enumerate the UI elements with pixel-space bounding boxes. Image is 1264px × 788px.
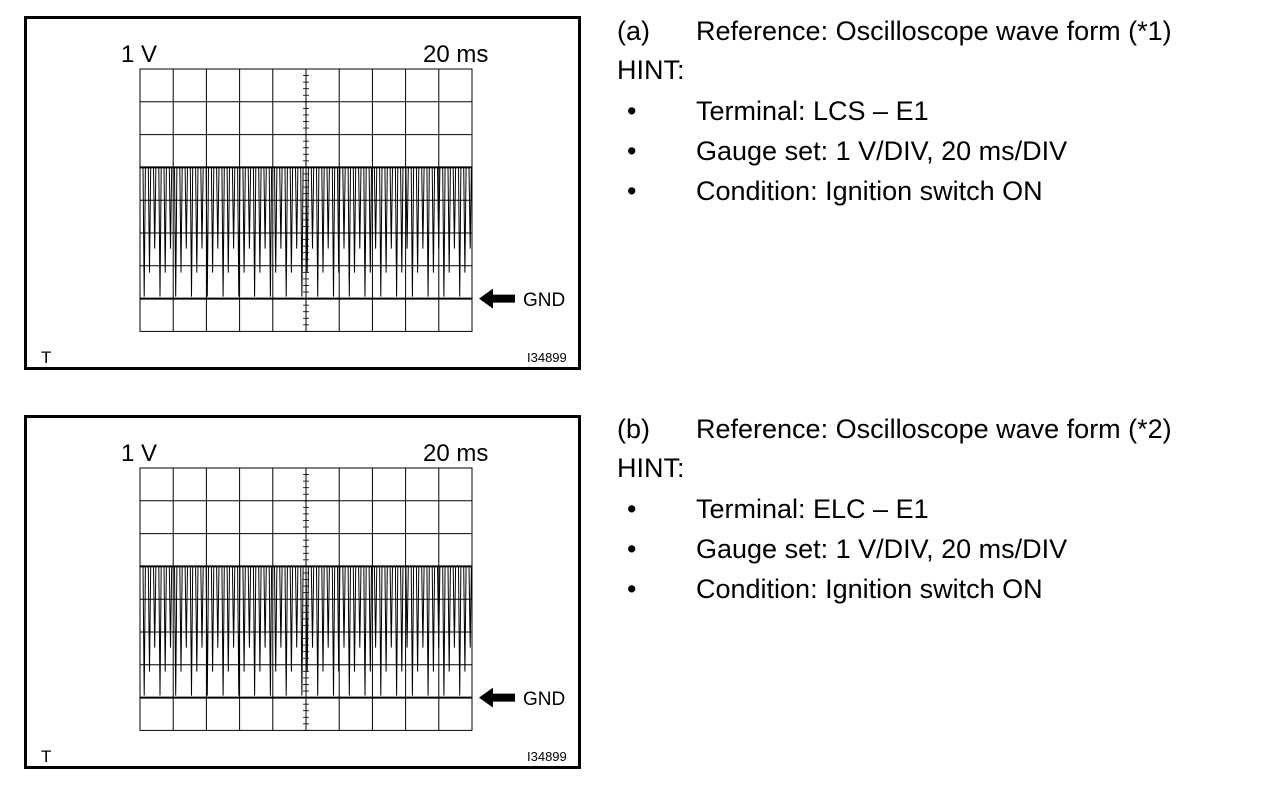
list-item: • Condition: Ignition switch ON — [617, 171, 1257, 211]
oscilloscope-screen — [139, 467, 515, 731]
list-item: • Condition: Ignition switch ON — [617, 569, 1257, 609]
hint-row: HINT: — [617, 51, 1257, 91]
note-tag: (a) — [617, 16, 650, 46]
time-scale-label: 20 ms — [423, 440, 489, 467]
hint-row: HINT: — [617, 449, 1257, 489]
note-heading: (a) Reference: Oscilloscope wave form (*… — [617, 11, 1257, 51]
list-item: • Terminal: ELC – E1 — [617, 489, 1257, 529]
bullet-icon: • — [627, 574, 637, 604]
figure-code: I34899 — [527, 350, 567, 365]
list-item-text: Condition: Ignition switch ON — [696, 574, 1043, 604]
note-heading: (b) Reference: Oscilloscope wave form (*… — [617, 409, 1257, 449]
list-item-text: Terminal: ELC – E1 — [696, 494, 929, 524]
waveform-trace — [142, 167, 472, 297]
ground-label: GND — [523, 290, 566, 311]
voltage-scale-label: 1 V — [121, 41, 158, 68]
time-scale-label: 20 ms — [423, 41, 489, 68]
waveform-trace — [142, 566, 472, 696]
ground-label: GND — [523, 689, 566, 710]
bullet-icon: • — [627, 136, 637, 166]
list-item: • Gauge set: 1 V/DIV, 20 ms/DIV — [617, 529, 1257, 569]
hint-label: HINT: — [617, 55, 685, 85]
arrow-left-icon — [479, 687, 515, 708]
list-item-text: Gauge set: 1 V/DIV, 20 ms/DIV — [696, 534, 1068, 564]
list-item: • Terminal: LCS – E1 — [617, 91, 1257, 131]
bullet-icon: • — [627, 534, 637, 564]
bullet-icon: • — [627, 494, 637, 524]
oscilloscope-figure-a: 1 V 20 ms GND T I34899 — [24, 16, 581, 370]
note-tag: (b) — [617, 414, 650, 444]
bullet-icon: • — [627, 176, 637, 206]
corner-mark: T — [41, 348, 52, 367]
note-title: Reference: Oscilloscope wave form (*2) — [696, 414, 1172, 444]
notes-section-a: (a) Reference: Oscilloscope wave form (*… — [617, 11, 1257, 211]
bullet-icon: • — [627, 96, 637, 126]
list-item-text: Terminal: LCS – E1 — [696, 96, 929, 126]
note-title: Reference: Oscilloscope wave form (*1) — [696, 16, 1172, 46]
hint-label: HINT: — [617, 453, 685, 483]
list-item: • Gauge set: 1 V/DIV, 20 ms/DIV — [617, 131, 1257, 171]
list-item-text: Gauge set: 1 V/DIV, 20 ms/DIV — [696, 136, 1068, 166]
list-item-text: Condition: Ignition switch ON — [696, 176, 1043, 206]
arrow-left-icon — [479, 288, 515, 309]
oscilloscope-figure-b: 1 V 20 ms GND T I34899 — [24, 415, 581, 769]
voltage-scale-label: 1 V — [121, 440, 158, 467]
corner-mark: T — [41, 747, 52, 766]
notes-section-b: (b) Reference: Oscilloscope wave form (*… — [617, 409, 1257, 609]
oscilloscope-screen — [139, 68, 515, 332]
figure-code: I34899 — [527, 749, 567, 764]
